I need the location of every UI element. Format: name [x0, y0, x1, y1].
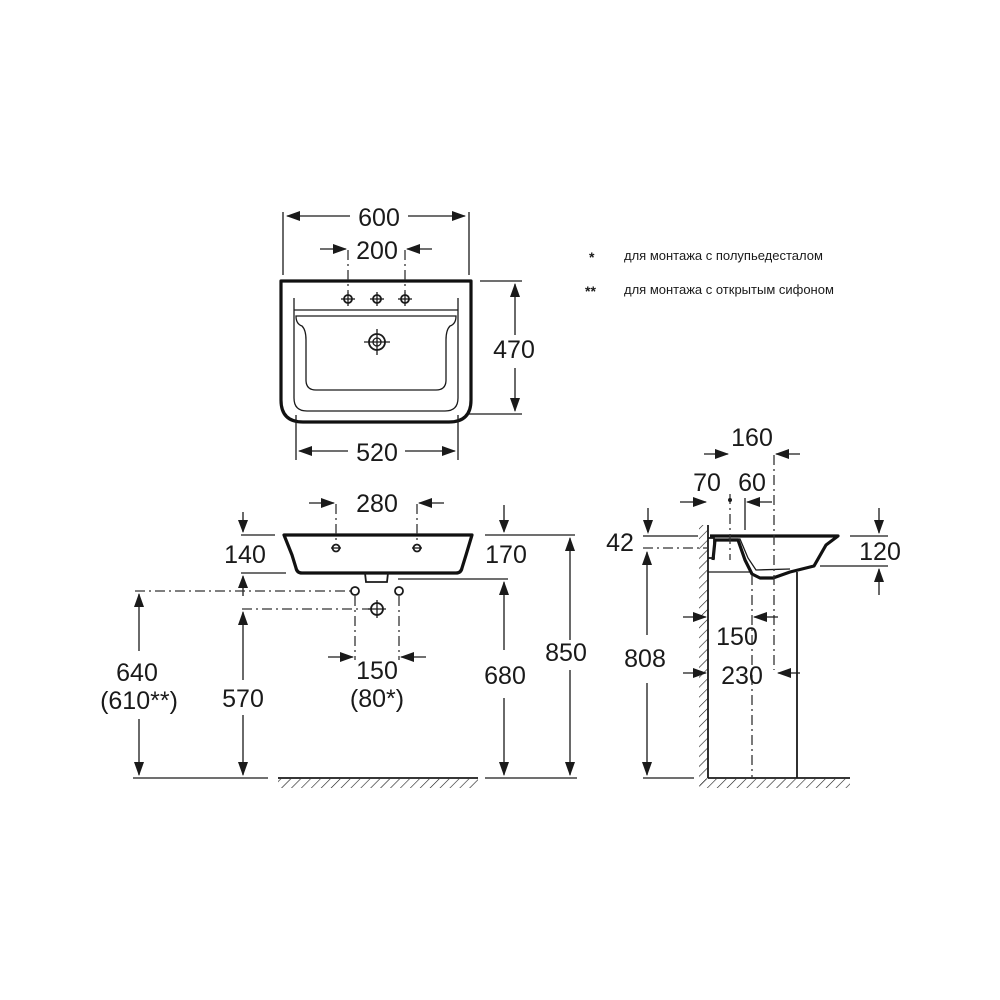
- bowl-outline: [295, 315, 457, 391]
- floor-hatch: [278, 779, 478, 788]
- dim-mount-height: 808: [624, 645, 666, 673]
- wall-hatch: [699, 525, 708, 787]
- legend-text: для монтажа с открытым сифоном: [624, 282, 834, 297]
- dim-drain-offset: 160: [731, 424, 773, 452]
- dim-top-height: 850: [545, 639, 587, 667]
- supply-connection-icon: [350, 586, 360, 596]
- dim-underside-height: 680: [484, 662, 526, 690]
- side-view: 160 70 60 42 808 120 150: [606, 424, 901, 788]
- dim-bowl-width: 520: [356, 439, 398, 467]
- basin-outline-front: [282, 533, 474, 575]
- dim-pedestal-from-wall: 230: [721, 662, 763, 690]
- dim-rim-thickness: 42: [606, 529, 634, 557]
- dim-supply-height: 640: [116, 659, 158, 687]
- front-view: 280 140 170 150 (80*) 640: [100, 490, 587, 788]
- legend-marker: *: [589, 249, 595, 265]
- dim-drain-from-wall: 150: [716, 623, 758, 651]
- tap-hole-icon: [398, 292, 412, 306]
- tap-hole-icon: [341, 292, 355, 306]
- basin-profile: [710, 534, 840, 580]
- mount-hole-icon: [331, 543, 341, 553]
- dim-rim-left: 140: [224, 541, 266, 569]
- dim-basin-depth: 120: [859, 538, 901, 566]
- top-view: 600 200 470 520: [279, 204, 535, 467]
- drain-icon: [364, 329, 390, 355]
- basin-outline-top: [279, 279, 473, 424]
- floor-hatch: [700, 779, 850, 788]
- legend-text: для монтажа с полупьедесталом: [624, 248, 823, 263]
- supply-connection-icon: [394, 586, 404, 596]
- dim-wall-to-tap: 70: [693, 469, 721, 497]
- tap-hole-icon: [370, 292, 384, 306]
- dim-depth: 470: [493, 336, 535, 364]
- dim-waste-height: 570: [222, 685, 264, 713]
- waste-connection-icon: [368, 600, 386, 618]
- legend-marker: **: [585, 283, 596, 299]
- dim-tap-to-drain: 60: [738, 469, 766, 497]
- dim-mount-spacing: 280: [356, 490, 398, 518]
- basin-inner-rim: [293, 298, 459, 412]
- dim-supply-height-alt: (610**): [100, 687, 178, 715]
- dim-supply-spacing: 150: [356, 657, 398, 685]
- dim-overall-width: 600: [358, 204, 400, 232]
- dim-tap-spacing: 200: [356, 237, 398, 265]
- mount-hole-icon: [412, 543, 422, 553]
- legend: * для монтажа с полупьедесталом ** для м…: [585, 248, 834, 299]
- dim-rim-right: 170: [485, 541, 527, 569]
- dim-supply-spacing-alt: (80*): [350, 685, 404, 713]
